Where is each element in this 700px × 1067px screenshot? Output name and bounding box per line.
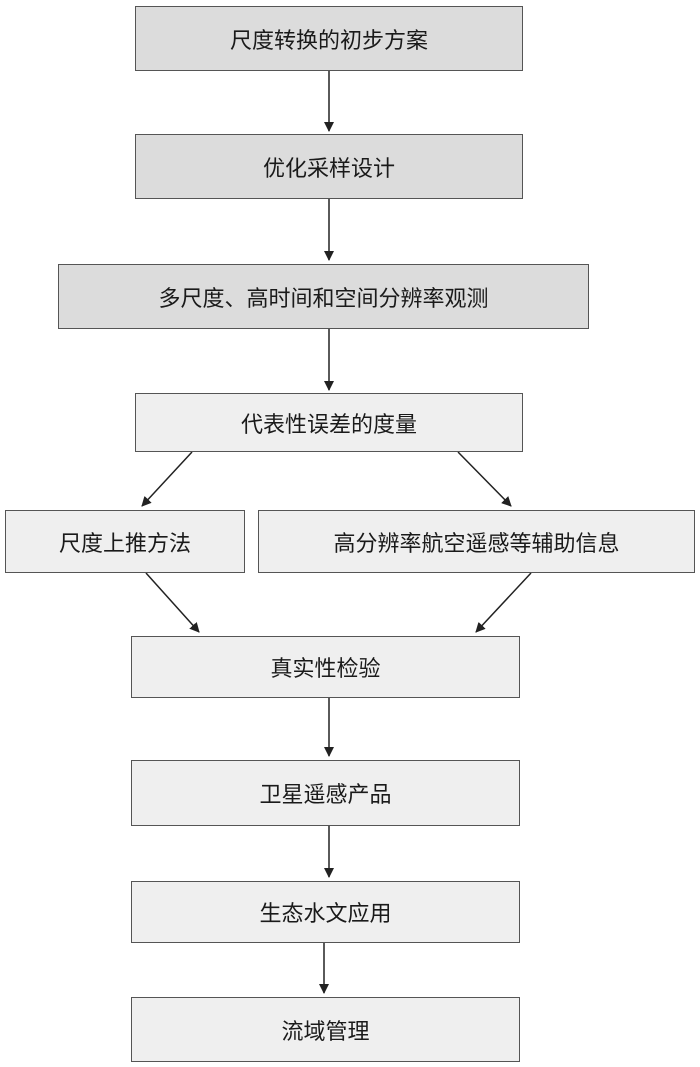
- arrow-5b-6: [475, 572, 532, 633]
- node-ecohydrology-application: 生态水文应用: [131, 881, 520, 943]
- node-satellite-products: 卫星遥感产品: [131, 760, 520, 826]
- node-basin-management: 流域管理: [131, 997, 520, 1062]
- node-label: 多尺度、高时间和空间分辨率观测: [158, 286, 489, 312]
- node-label: 优化采样设计: [262, 156, 395, 182]
- arrow-4-5b: [457, 451, 512, 507]
- node-preliminary-scheme: 尺度转换的初步方案: [135, 6, 523, 71]
- node-label: 尺度上推方法: [58, 531, 191, 557]
- node-auxiliary-info: 高分辨率航空遥感等辅助信息: [258, 510, 695, 573]
- node-label: 真实性检验: [270, 657, 381, 682]
- node-label: 高分辨率航空遥感等辅助信息: [333, 531, 620, 557]
- node-validation: 真实性检验: [131, 636, 520, 698]
- arrow-5a-6: [145, 572, 200, 633]
- node-label: 卫星遥感产品: [259, 783, 392, 808]
- node-label: 流域管理: [281, 1019, 370, 1045]
- arrow-4-5a: [141, 451, 193, 507]
- node-sampling-design: 优化采样设计: [135, 134, 523, 199]
- node-label: 生态水文应用: [259, 902, 392, 927]
- node-label: 尺度转换的初步方案: [229, 28, 428, 54]
- node-representativeness-error: 代表性误差的度量: [135, 393, 523, 452]
- node-multiscale-observation: 多尺度、高时间和空间分辨率观测: [58, 264, 589, 329]
- node-upscaling-method: 尺度上推方法: [5, 510, 245, 573]
- node-label: 代表性误差的度量: [240, 412, 417, 438]
